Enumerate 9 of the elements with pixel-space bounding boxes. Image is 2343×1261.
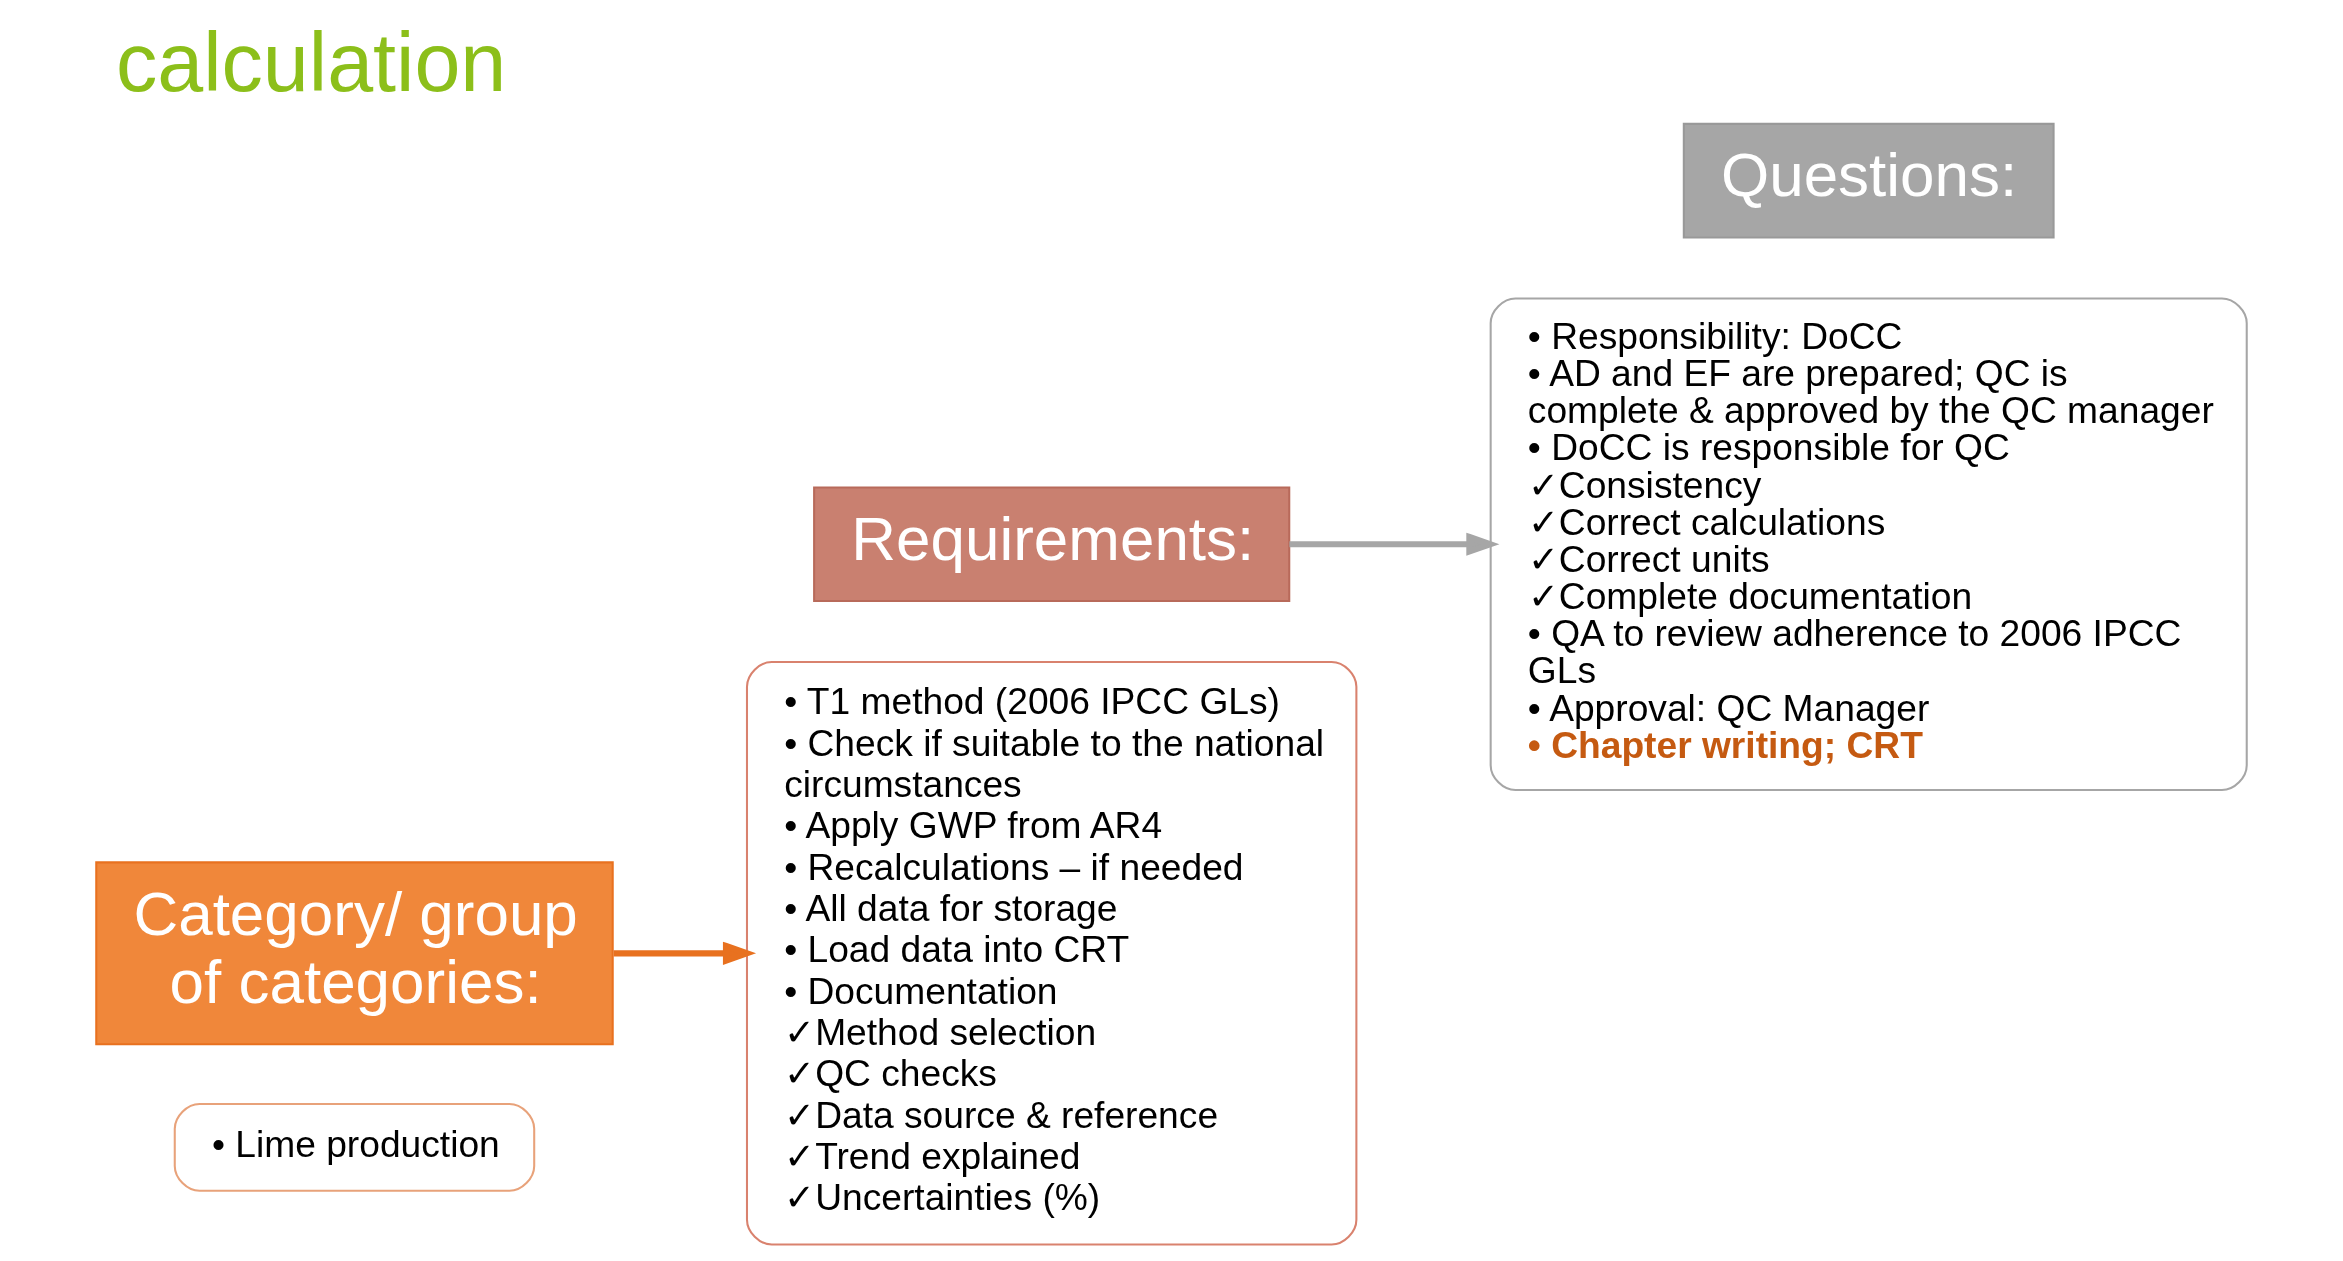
arrow bbox=[1289, 532, 1500, 556]
arrow bbox=[613, 941, 757, 965]
node-box: • Lime production bbox=[173, 1103, 536, 1192]
node-box: • T1 method (2006 IPCC GLs) • Check if suitable to the national circumstances • Apply GWP from AR4 • Recalculations – if needed • All data for storage • Load data into CRT • Documentation ✓Method selection ✓QC checks ✓Data source & reference ✓Trend explained ✓Uncertainties (%) bbox=[745, 660, 1358, 1246]
node-box: Questions: bbox=[1682, 122, 2055, 239]
node-box: Requirements: bbox=[813, 486, 1291, 603]
node-box: • Responsibility: DoCC • AD and EF are prepared; QC is complete & approved by the QC manager • DoCC is responsible for QC ✓Consistency ✓Correct calculations ✓Correct units ✓Complete documentation • QA to review adherence to 2006 IPCC GLs • Approval: QC Manager • Chapter writing; CRT bbox=[1489, 297, 2248, 792]
diagram-title: calculation bbox=[115, 15, 507, 109]
node-box: Category/ group of categories: bbox=[95, 861, 614, 1046]
